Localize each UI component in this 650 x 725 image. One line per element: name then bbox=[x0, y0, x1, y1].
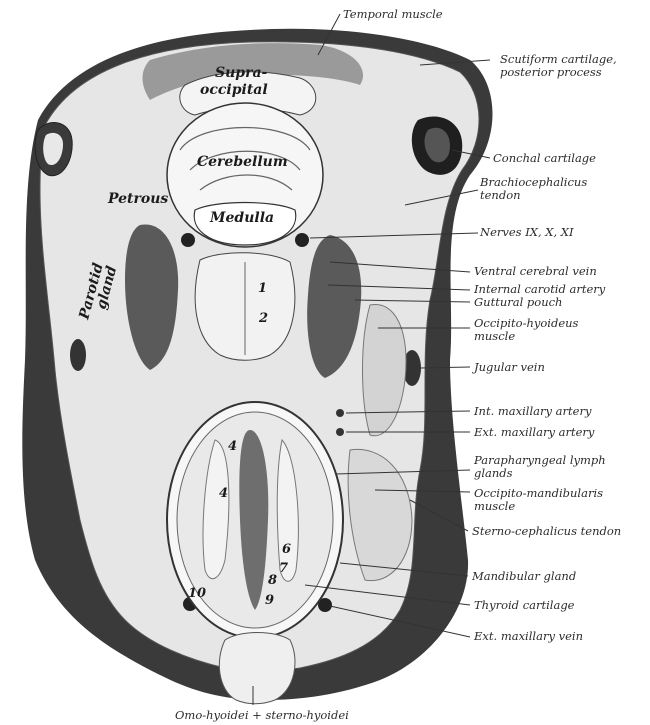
label-thyroid-cartilage: Thyroid cartilage bbox=[474, 598, 575, 612]
label-brachio-2: tendon bbox=[480, 188, 521, 202]
label-int-maxillary-artery: Int. maxillary artery bbox=[473, 404, 592, 418]
label-petrous: Petrous bbox=[107, 191, 168, 207]
label-brachio-1: Brachiocephalicus bbox=[479, 175, 587, 189]
omo-sterno-hyoidei bbox=[219, 633, 295, 704]
nerve-dot-right bbox=[295, 233, 309, 247]
label-scutiform-1: Scutiform cartilage, bbox=[500, 52, 617, 66]
ext-maxillary-dot bbox=[336, 428, 344, 436]
num-2: 2 bbox=[258, 311, 268, 326]
label-occipito-hyoideus-1: Occipito-hyoideus bbox=[474, 316, 579, 330]
label-occipito-mandibularis-2: muscle bbox=[474, 499, 515, 513]
int-maxillary-dot bbox=[336, 409, 344, 417]
label-temporal-muscle: Temporal muscle bbox=[343, 7, 443, 21]
label-sterno-cephalicus: Sterno-cephalicus tendon bbox=[472, 524, 621, 538]
label-jugular-vein: Jugular vein bbox=[472, 360, 545, 374]
num-10: 10 bbox=[188, 586, 206, 601]
label-scutiform-2: posterior process bbox=[500, 65, 602, 79]
label-medulla: Medulla bbox=[209, 210, 274, 226]
jugular-vein-left bbox=[70, 339, 86, 371]
label-nerves: Nerves IX, X, XI bbox=[479, 225, 574, 239]
label-occipital: occipital bbox=[200, 82, 268, 98]
label-internal-carotid: Internal carotid artery bbox=[473, 282, 606, 296]
label-supra: Supra- bbox=[215, 65, 268, 81]
label-parapharyngeal-1: Parapharyngeal lymph bbox=[473, 453, 606, 467]
label-occipito-mandibularis-1: Occipito-mandibularis bbox=[474, 486, 603, 500]
label-parapharyngeal-2: glands bbox=[474, 466, 513, 480]
label-mandibular-gland: Mandibular gland bbox=[471, 569, 576, 583]
num-4a: 4 bbox=[228, 439, 237, 454]
label-cerebellum: Cerebellum bbox=[197, 154, 288, 170]
label-ext-maxillary-artery: Ext. maxillary artery bbox=[473, 425, 595, 439]
label-guttural-pouch: Guttural pouch bbox=[474, 295, 562, 309]
num-9: 9 bbox=[265, 593, 274, 608]
label-ext-maxillary-vein: Ext. maxillary vein bbox=[473, 629, 583, 643]
num-6: 6 bbox=[282, 542, 291, 557]
num-7: 7 bbox=[279, 561, 288, 576]
num-8: 8 bbox=[268, 573, 277, 588]
label-omo-sterno-hyoidei: Omo-hyoidei + sterno-hyoidei bbox=[175, 708, 349, 722]
label-ventral-cerebral-vein: Ventral cerebral vein bbox=[474, 264, 597, 278]
label-conchal: Conchal cartilage bbox=[493, 151, 596, 165]
nerve-dot-left bbox=[181, 233, 195, 247]
label-occipito-hyoideus-2: muscle bbox=[474, 329, 515, 343]
num-1: 1 bbox=[258, 281, 267, 296]
num-4b: 4 bbox=[219, 486, 228, 501]
